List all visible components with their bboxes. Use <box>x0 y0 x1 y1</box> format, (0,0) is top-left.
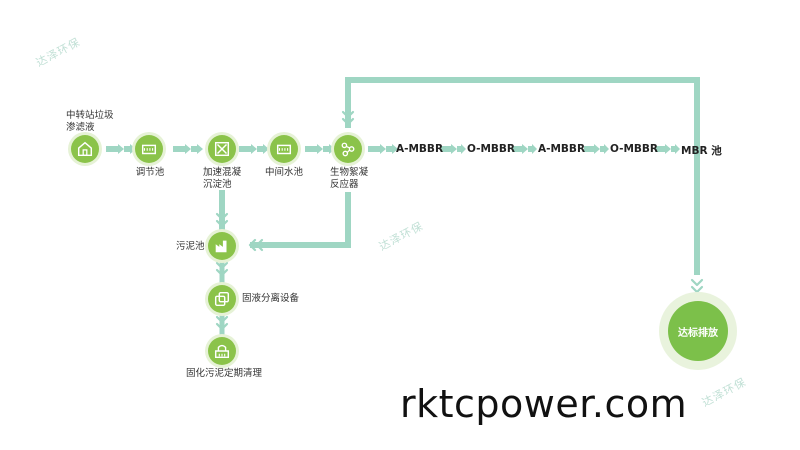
stage-label: MBR 池 <box>681 145 722 157</box>
sludge-return-pipe <box>250 192 351 248</box>
chevron-down-icon <box>341 117 355 126</box>
chevron-down-icon <box>215 212 229 221</box>
sludge-label: 污泥池 <box>176 241 205 252</box>
final-discharge-outer: 达标排放 <box>659 292 737 370</box>
tank-icon <box>276 144 292 155</box>
chevron-down-icon <box>690 278 704 287</box>
bioreactor-node <box>334 135 362 163</box>
coagulation-label: 加速混凝沉淀池 <box>203 167 242 190</box>
chevron-down-icon <box>215 315 229 324</box>
source-label: 中转站垃圾渗滤液 <box>66 110 114 133</box>
flow-arrow <box>655 144 680 154</box>
flow-arrow <box>512 144 537 154</box>
flow-arrow <box>305 144 335 154</box>
coagulation-node <box>208 135 236 163</box>
recycle-pipe <box>345 77 700 275</box>
flow-arrow <box>368 144 398 154</box>
tank-icon <box>141 144 157 155</box>
chevron-down-icon <box>215 322 229 331</box>
copy-squares-icon <box>214 291 230 307</box>
bioreactor-label: 生物絮凝反应器 <box>330 167 369 190</box>
flow-arrow <box>173 144 203 154</box>
intermediate-node <box>270 135 298 163</box>
regulating-label: 调节池 <box>135 167 165 178</box>
chevron-left-icon <box>255 238 264 252</box>
factory-icon <box>215 240 227 253</box>
source-node <box>71 135 99 163</box>
box-x-icon <box>214 141 230 157</box>
chevron-down-icon <box>215 219 229 228</box>
separation-node <box>208 285 236 313</box>
stage-label: O-MBBR <box>610 143 659 155</box>
chevron-left-icon <box>248 238 257 252</box>
sludge-node <box>208 232 236 260</box>
flow-arrow <box>584 144 609 154</box>
house-icon <box>77 141 93 157</box>
cleanup-node <box>208 337 236 365</box>
final-discharge: 达标排放 <box>668 301 728 361</box>
stage-label: A-MBBR <box>538 143 586 155</box>
intermediate-label: 中间水池 <box>264 167 303 178</box>
basket-icon <box>214 344 230 359</box>
molecule-icon <box>341 142 355 157</box>
website-text: rktcpower.com <box>400 382 688 426</box>
stage-label: A-MBBR <box>396 143 444 155</box>
flow-arrow <box>106 144 136 154</box>
stage-label: O-MBBR <box>467 143 516 155</box>
chevron-down-icon <box>341 110 355 119</box>
flow-arrow <box>239 144 269 154</box>
regulating-node <box>135 135 163 163</box>
separation-label: 固液分离设备 <box>242 293 300 304</box>
flow-arrow <box>441 144 466 154</box>
cleanup-label: 固化污泥定期清理 <box>186 368 263 379</box>
